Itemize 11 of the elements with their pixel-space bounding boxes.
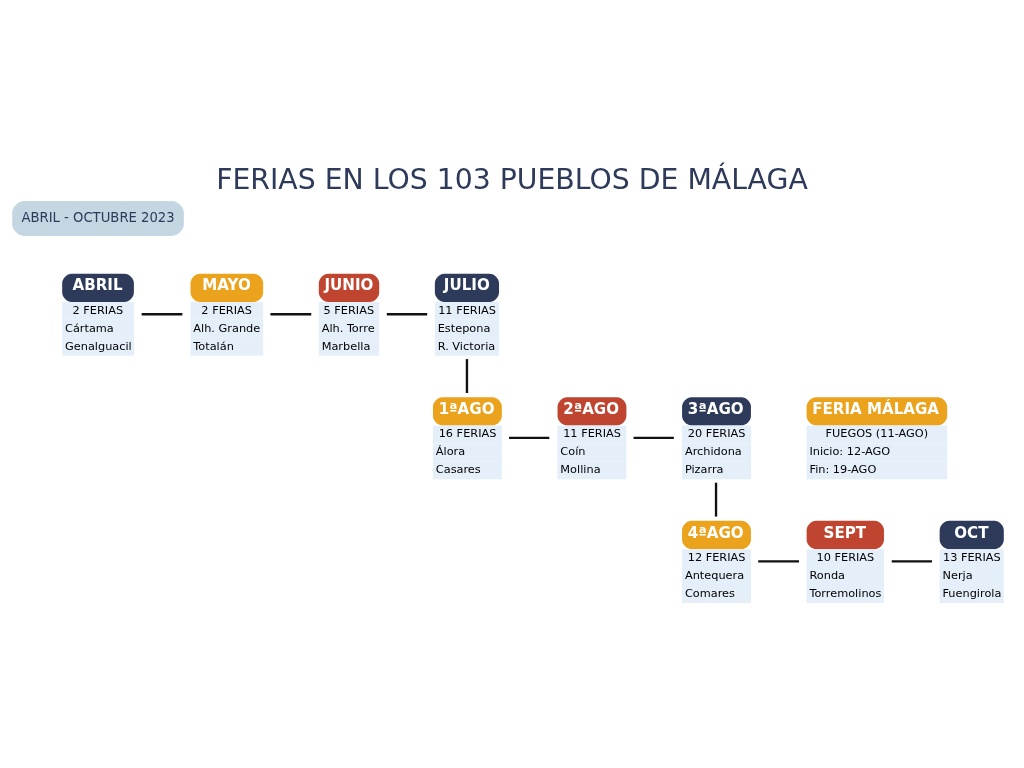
connector xyxy=(509,436,550,439)
connector xyxy=(714,482,718,517)
connector xyxy=(141,312,183,315)
connector xyxy=(465,358,469,393)
connector xyxy=(758,559,800,563)
connector xyxy=(386,312,428,315)
connector xyxy=(633,436,674,439)
label: ABRIL - OCTUBRE 2023 xyxy=(21,209,175,225)
diagram-title: FERIAS EN LOS 103 PUEBLOS DE MÁLAGA xyxy=(216,162,808,196)
connector xyxy=(270,312,312,315)
connector xyxy=(891,559,933,563)
